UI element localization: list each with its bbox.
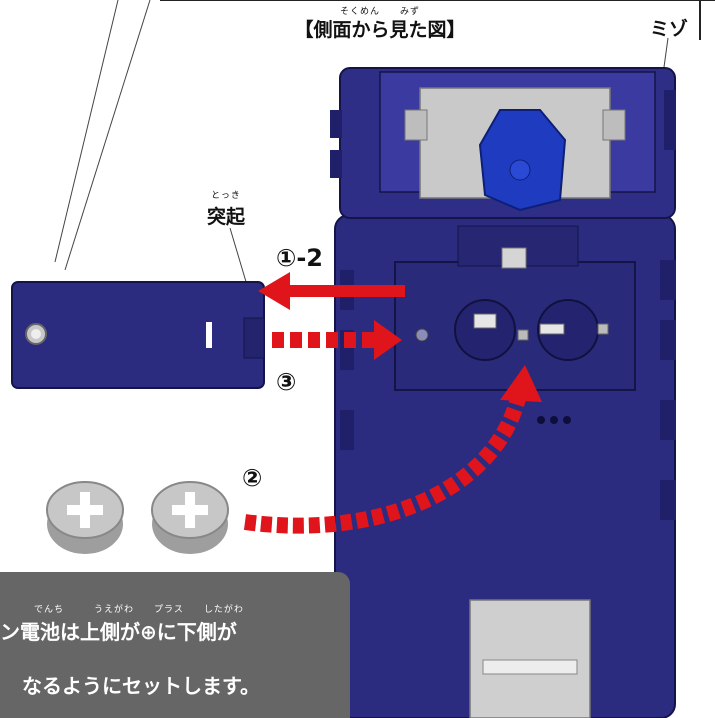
instruction-panel: でんち うえがわ プラス したがわ ン電池は上側が⊕に下側が なるようにセットし… [0, 572, 350, 718]
protrusion-ruby: とっき [211, 191, 241, 201]
protrusion-label-block: とっき 突起 [196, 190, 256, 229]
battery-cover [11, 281, 265, 389]
coin-battery-2 [151, 481, 229, 554]
plus-icon [67, 492, 103, 528]
instruction-ruby: でんち うえがわ プラス したがわ [34, 605, 244, 615]
plus-icon [172, 492, 208, 528]
instruction-line-2: なるようにセットします。 [22, 674, 260, 698]
figure-title: 【側面から見た図】 [294, 19, 466, 41]
instruction-line-1: ン電池は上側が⊕に下側が [0, 620, 237, 644]
groove-label: ミゾ [650, 18, 689, 40]
leader-line [54, 0, 119, 263]
step-3-label: ③ [276, 368, 297, 396]
step-2-label: ② [242, 464, 263, 492]
arrow-insert-battery [243, 365, 542, 534]
arrow-attach-cover [272, 320, 402, 360]
device-body [330, 67, 676, 718]
step-1-2-label: ①-2 [276, 244, 323, 272]
leader-line [64, 0, 151, 271]
protrusion-label: 突起 [206, 206, 245, 228]
figure-title-block: そくめん みず 【側面から見た図】 [230, 6, 530, 42]
title-ruby: そくめん みず [339, 7, 420, 17]
arrow-remove-cover [258, 272, 405, 310]
coin-battery-1 [46, 481, 124, 554]
